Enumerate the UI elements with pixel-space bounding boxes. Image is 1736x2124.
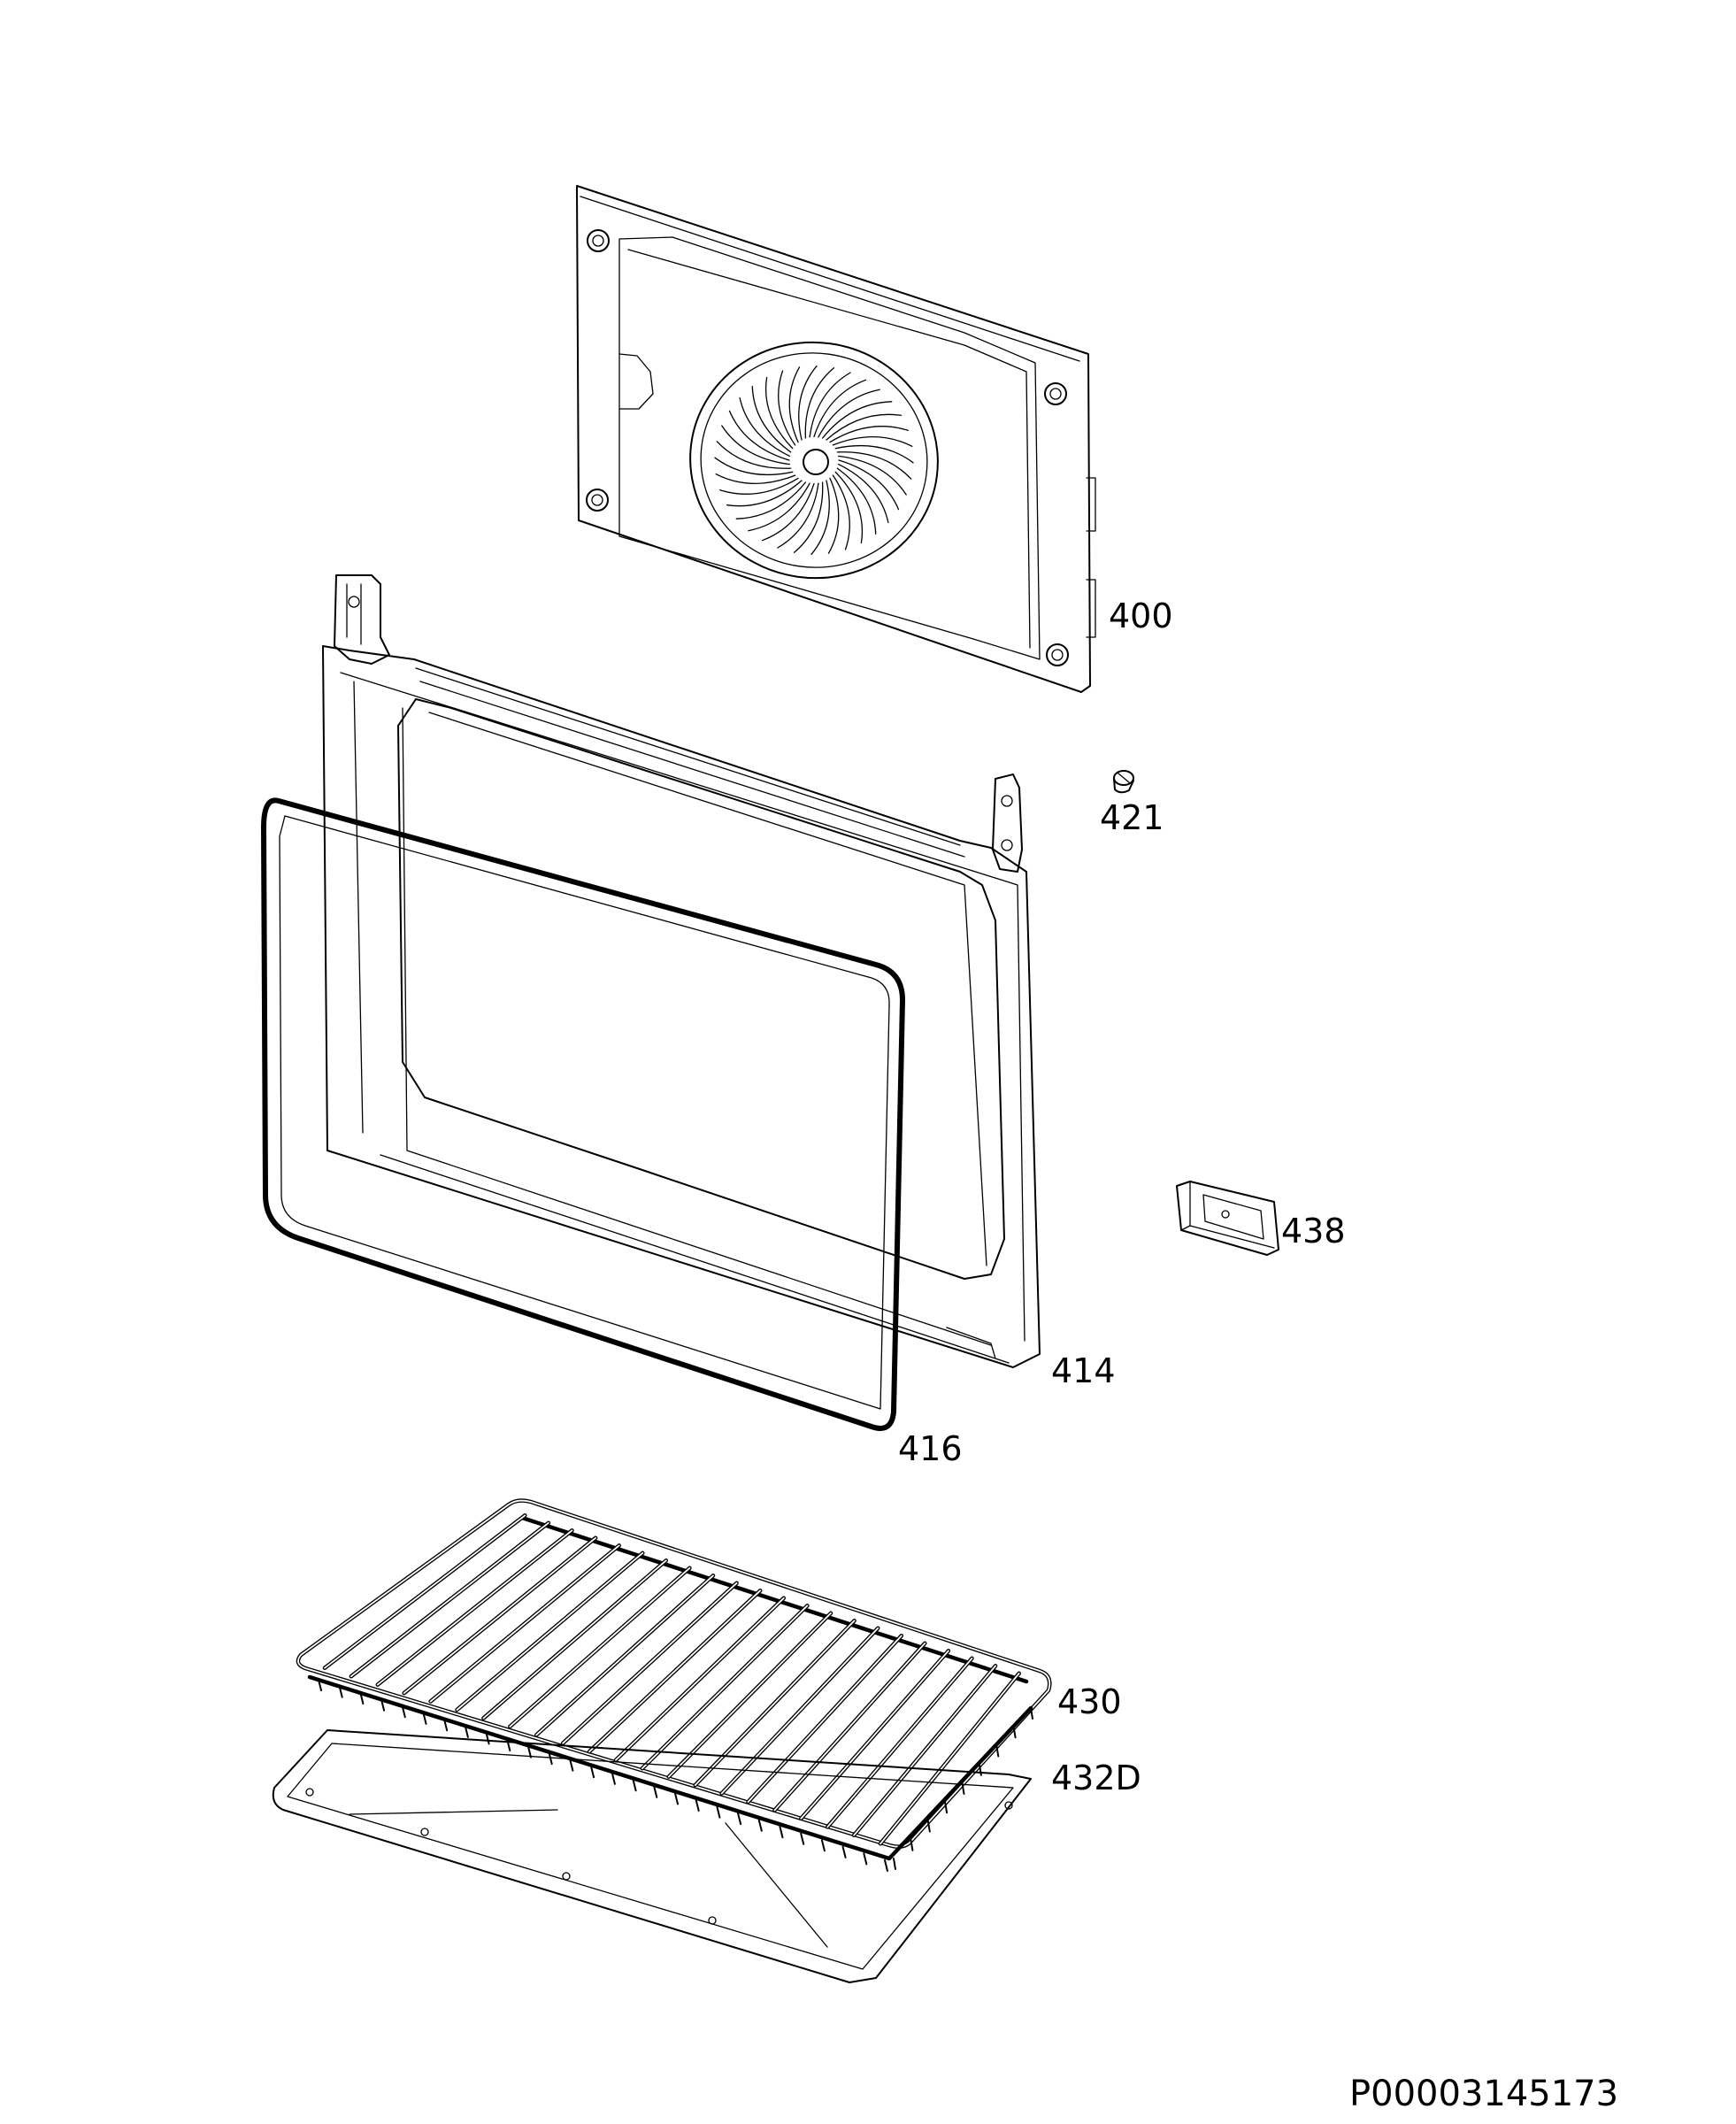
part-432D-baking-tray <box>272 1729 1032 1983</box>
label-part-432D: 432D <box>1051 1758 1141 1797</box>
part-421-screw <box>1113 770 1134 794</box>
diagram-reference-code: P00003145173 <box>1349 2074 1619 2114</box>
label-part-438: 438 <box>1281 1212 1346 1251</box>
label-part-430: 430 <box>1057 1682 1122 1721</box>
part-430-wire-shelf <box>296 1498 1052 1872</box>
label-part-416: 416 <box>898 1429 963 1468</box>
label-part-421: 421 <box>1100 798 1164 837</box>
part-416-door-seal <box>261 797 905 1431</box>
part-414-door-frame <box>322 574 1041 1368</box>
label-part-400: 400 <box>1109 596 1173 635</box>
part-438-bracket <box>1176 1181 1279 1256</box>
label-part-414: 414 <box>1051 1351 1116 1390</box>
part-400-fan-cover <box>576 185 1096 693</box>
